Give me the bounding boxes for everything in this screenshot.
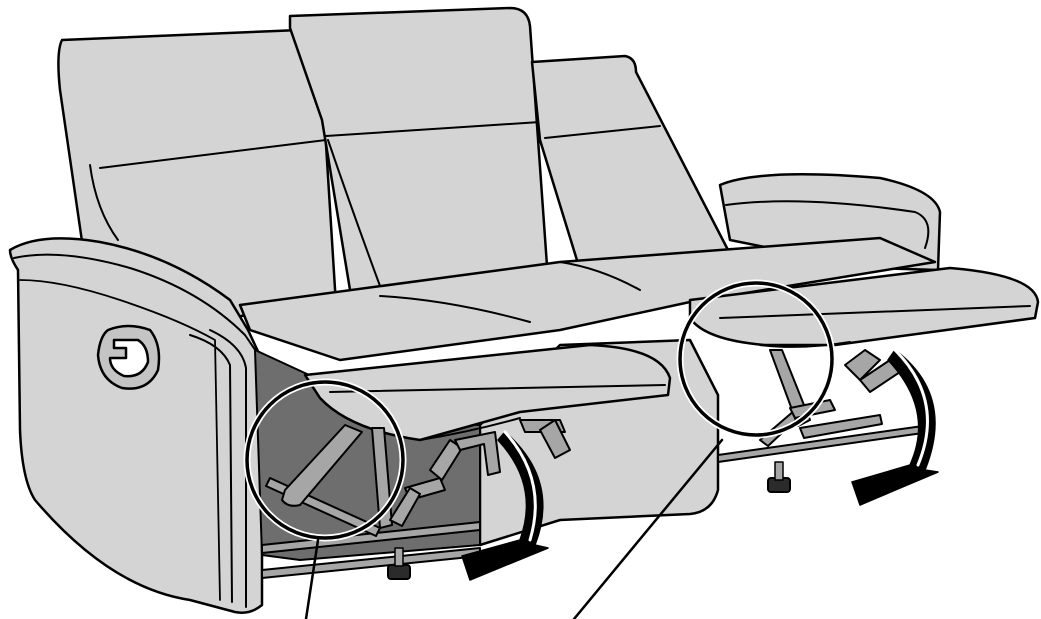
right-curved-arrow-icon [851,348,939,506]
left-footrest [303,343,672,442]
left-callout-circle [243,378,407,619]
right-footrest [688,266,1040,348]
right-backrest [530,54,730,272]
recliner-handle-icon[interactable] [96,324,161,390]
right-callout-circle [572,279,836,619]
left-mechanism [261,419,571,580]
left-armrest [8,237,264,614]
left-curved-arrow-icon [461,430,549,581]
middle-backrest [288,6,550,304]
